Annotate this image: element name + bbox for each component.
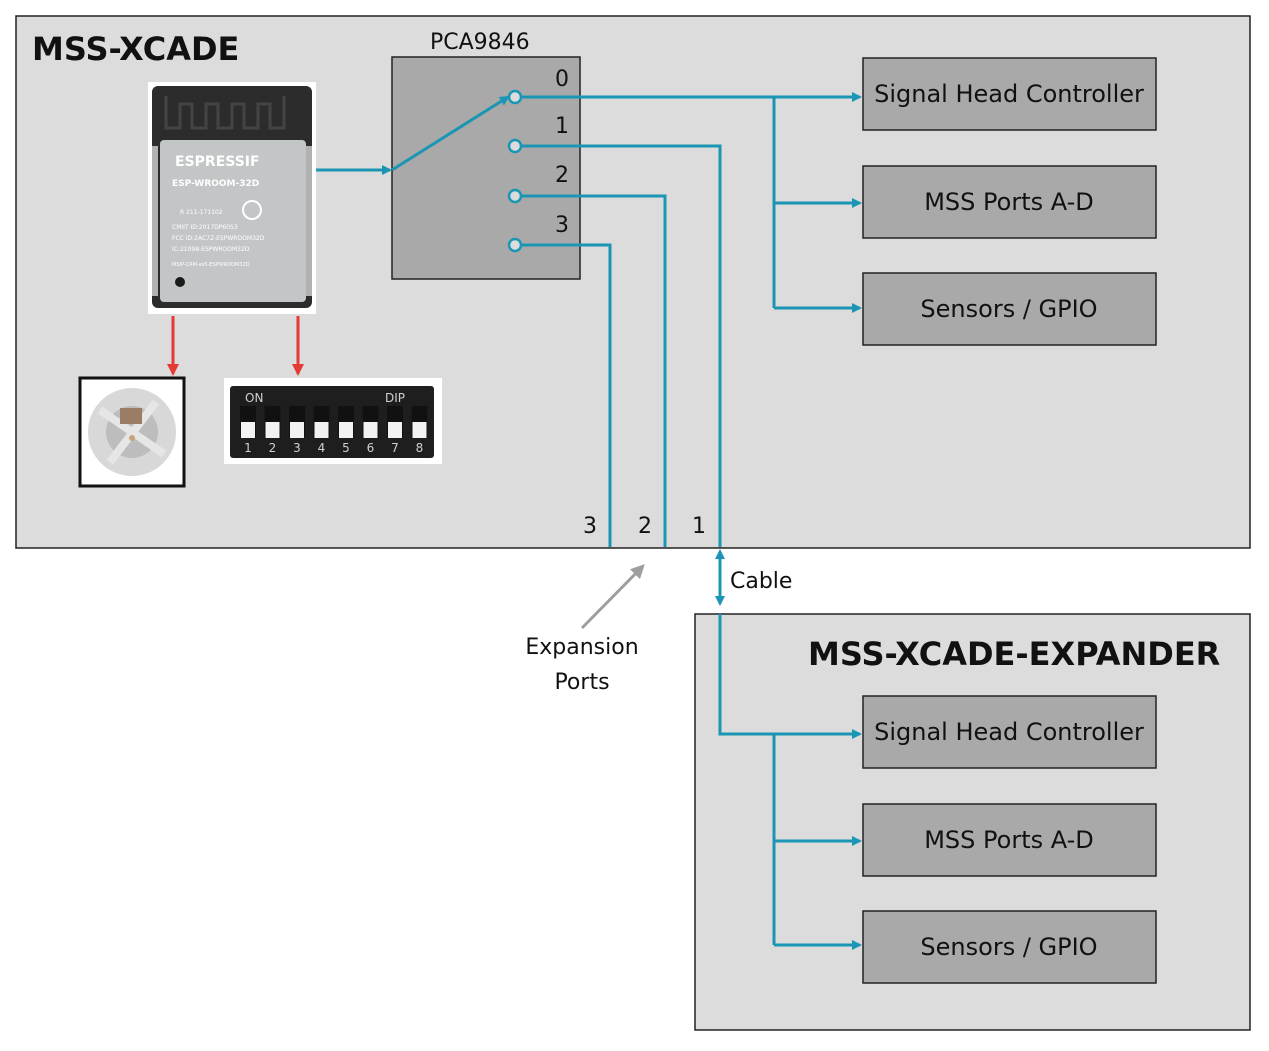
mux-channel-0: 0 xyxy=(555,67,569,92)
esp-line-3: FCC ID:2AC7Z-ESPWROOM32D xyxy=(172,235,265,242)
main-module-sensors-label: Sensors / GPIO xyxy=(920,295,1097,323)
dip-dip-label: DIP xyxy=(385,391,405,405)
expander-module-ports-label: MSS Ports A-D xyxy=(924,826,1094,854)
wire-ch2 xyxy=(521,194,667,547)
mux-channel-3: 3 xyxy=(555,213,569,238)
wire-ch3 xyxy=(521,243,612,547)
wire-expander-in xyxy=(718,614,862,739)
dip-switch-knob xyxy=(265,422,280,438)
mux-switch-arm xyxy=(391,95,510,172)
main-module-signal-head xyxy=(862,57,1157,131)
mux-channel-1: 1 xyxy=(555,114,569,139)
esp32-module-image: ESPRESSIF ESP-WROOM-32D R 211-171102 CMI… xyxy=(148,82,316,314)
dip-number: 7 xyxy=(391,441,399,455)
main-module-signal-head-label: Signal Head Controller xyxy=(874,80,1144,108)
main-module-sensors xyxy=(862,272,1157,346)
esp-line-1: R 211-171102 xyxy=(180,209,223,216)
expander-module-sensors xyxy=(862,910,1157,984)
expansion-port-3: 3 xyxy=(583,514,597,539)
ce-mark-icon xyxy=(242,200,262,220)
dip-switch-knob xyxy=(314,422,329,438)
dip-number: 6 xyxy=(367,441,375,455)
expander-module-signal-head-label: Signal Head Controller xyxy=(874,718,1144,746)
main-module-ports-label: MSS Ports A-D xyxy=(924,188,1094,216)
dip-number: 1 xyxy=(244,441,252,455)
mux-title: PCA9846 xyxy=(430,30,530,55)
dip-switch-knob xyxy=(388,422,402,438)
main-module-ports xyxy=(862,165,1157,239)
dip-on-label: ON xyxy=(245,391,263,405)
mux-port-0 xyxy=(507,89,523,105)
dip-number: 2 xyxy=(269,441,277,455)
dip-switch-image: ON DIP 1 2 3 4 5 6 7 8 xyxy=(224,378,442,464)
dip-number: 3 xyxy=(293,441,301,455)
wire-ch1 xyxy=(521,144,722,547)
rgb-led-image xyxy=(78,376,186,488)
mux-port-1 xyxy=(507,138,523,154)
dip-number: 5 xyxy=(342,441,350,455)
dip-switch-knob xyxy=(412,422,427,438)
expander-module-signal-head xyxy=(862,695,1157,769)
expansion-port-1: 1 xyxy=(692,514,706,539)
dip-switch-knob xyxy=(363,422,378,438)
esp-line-4: IC:21098-ESPWROOM32D xyxy=(172,246,250,253)
mux-port-3 xyxy=(507,237,523,253)
expansion-ports-caption-line2: Ports xyxy=(554,670,609,695)
dip-switch-knob xyxy=(290,422,304,438)
dip-number: 8 xyxy=(416,441,424,455)
expansion-port-2: 2 xyxy=(638,514,652,539)
dip-switch-knob xyxy=(241,422,255,438)
expander-board-title: MSS-XCADE-EXPANDER xyxy=(808,635,1220,673)
esp-brand: ESPRESSIF xyxy=(175,154,260,170)
expander-module-ports xyxy=(862,803,1157,877)
dip-switch-knob xyxy=(339,422,353,438)
main-board-title: MSS-XCADE xyxy=(32,30,239,68)
mux-channel-2: 2 xyxy=(555,163,569,188)
wiring xyxy=(316,92,862,950)
cable-label: Cable xyxy=(730,569,792,594)
mux-port-2 xyxy=(507,188,523,204)
expansion-ports-callout-arrow xyxy=(580,564,645,630)
dip-number: 4 xyxy=(318,441,326,455)
esp-line-5: MSIP-CRM-es5-ESPWROOM32D xyxy=(172,262,250,268)
mux-chip xyxy=(391,56,581,280)
expansion-ports-caption-line1: Expansion xyxy=(525,635,638,660)
esp-model: ESP-WROOM-32D xyxy=(172,179,259,189)
expander-module-sensors-label: Sensors / GPIO xyxy=(920,933,1097,961)
esp-line-2: CMIIT ID:2017DP6053 xyxy=(172,224,238,231)
